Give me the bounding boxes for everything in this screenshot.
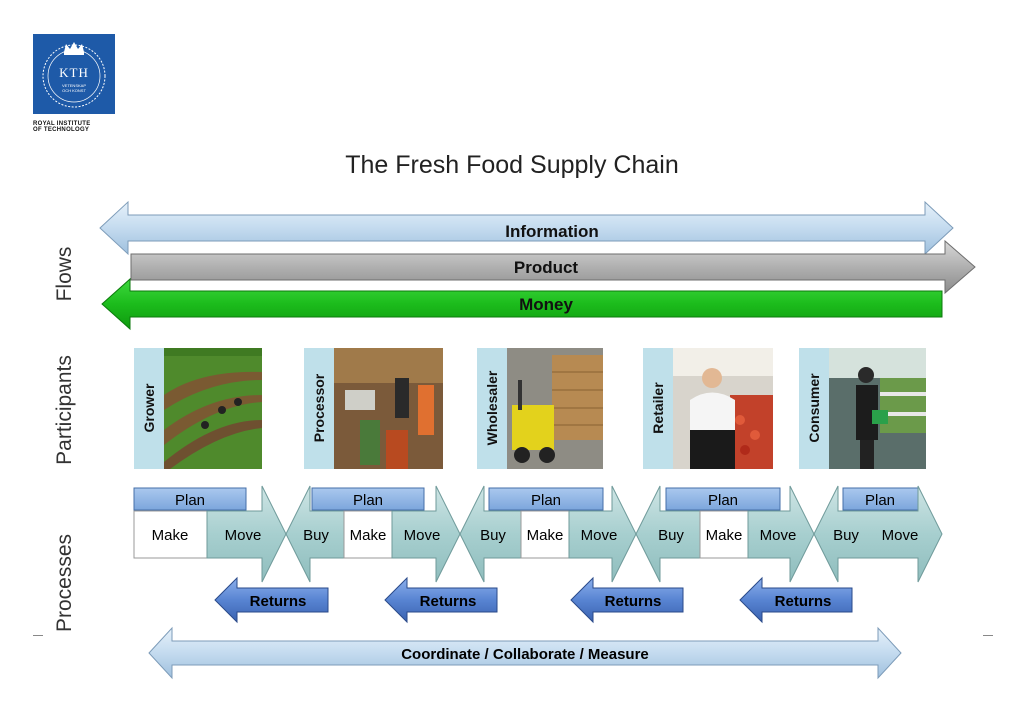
process-group-wholesaler: Plan Buy Make Move	[459, 485, 637, 583]
move-label: Move	[882, 527, 919, 544]
make-box	[343, 510, 393, 559]
buy-move-arrow	[813, 485, 943, 583]
plan-label: Plan	[531, 492, 561, 509]
move-arrow	[206, 485, 287, 583]
process-group-processor: Plan Buy Make Move	[285, 485, 461, 583]
plan-box	[311, 487, 425, 511]
logo-motto: VETENSKAP OCH KONST	[33, 83, 115, 93]
make-label: Make	[706, 527, 743, 544]
coordinate-label: Coordinate / Collaborate / Measure	[401, 646, 649, 663]
move-label: Move	[760, 527, 797, 544]
participant-wholesaler	[477, 348, 603, 469]
crown-seal-icon	[42, 42, 106, 108]
move-arrow	[747, 485, 815, 583]
participant-label-consumer: Consumer	[806, 373, 822, 443]
make-box	[133, 510, 208, 559]
returns-arrow-2: Returns	[384, 576, 498, 624]
move-label: Move	[404, 527, 441, 544]
slide-edge-mark-right	[983, 635, 993, 636]
plan-label: Plan	[175, 492, 205, 509]
returns-label: Returns	[605, 593, 662, 610]
product-flow-arrow: Product	[130, 239, 976, 295]
buy-label: Buy	[480, 527, 506, 544]
plan-label: Plan	[865, 492, 895, 509]
plan-box	[665, 487, 781, 511]
coordinate-collaborate-measure-arrow: Coordinate / Collaborate / Measure	[148, 626, 902, 680]
returns-arrow-4: Returns	[739, 576, 853, 624]
plan-label: Plan	[353, 492, 383, 509]
slide-edge-mark-left	[33, 635, 43, 636]
move-arrow	[391, 485, 461, 583]
participant-processor	[304, 348, 443, 469]
returns-arrow-3: Returns	[570, 576, 684, 624]
make-box	[699, 510, 749, 559]
participant-label-wholesaler: Wholesaler	[484, 370, 500, 446]
participant-retailer	[643, 348, 773, 469]
move-label: Move	[581, 527, 618, 544]
logo-motto-line1: VETENSKAP	[61, 83, 86, 88]
plan-box	[133, 487, 247, 511]
logo-motto-line2: OCH KONST	[62, 88, 86, 93]
money-flow-arrow: Money	[101, 277, 943, 331]
slide-title: The Fresh Food Supply Chain	[345, 151, 679, 179]
move-arrow	[568, 485, 637, 583]
participant-label-retailer: Retailer	[650, 382, 666, 434]
money-flow-label: Money	[519, 295, 573, 314]
participant-label-processor: Processor	[311, 373, 327, 443]
process-group-retailer: Plan Buy Make Move	[635, 485, 815, 583]
kth-logo: KTH VETENSKAP OCH KONST ROYAL INSTITUTE …	[33, 34, 117, 133]
returns-arrow-1: Returns	[214, 576, 329, 624]
product-flow-label: Product	[514, 258, 579, 277]
logo-caption-line1: ROYAL INSTITUTE	[33, 121, 91, 127]
returns-label: Returns	[775, 593, 832, 610]
information-flow-arrow: Information	[99, 200, 954, 256]
buy-label: Buy	[303, 527, 329, 544]
logo-caption: ROYAL INSTITUTE OF TECHNOLOGY	[33, 121, 143, 133]
returns-label: Returns	[420, 593, 477, 610]
make-label: Make	[527, 527, 564, 544]
information-flow-label: Information	[505, 222, 599, 241]
kth-logo-mark: KTH VETENSKAP OCH KONST	[33, 34, 115, 114]
buy-label: Buy	[833, 527, 859, 544]
process-group-grower: Plan Make Move	[133, 485, 287, 583]
logo-caption-line2: OF TECHNOLOGY	[33, 127, 90, 133]
participant-label-grower: Grower	[141, 383, 157, 433]
returns-label: Returns	[250, 593, 307, 610]
make-label: Make	[152, 527, 189, 544]
buy-label: Buy	[658, 527, 684, 544]
process-group-consumer: Plan Buy Move	[813, 485, 943, 583]
participant-consumer	[799, 348, 926, 469]
move-label: Move	[225, 527, 262, 544]
make-label: Make	[350, 527, 387, 544]
plan-box	[488, 487, 604, 511]
plan-label: Plan	[708, 492, 738, 509]
participant-grower	[134, 348, 262, 469]
logo-mark-text: KTH	[59, 65, 89, 80]
